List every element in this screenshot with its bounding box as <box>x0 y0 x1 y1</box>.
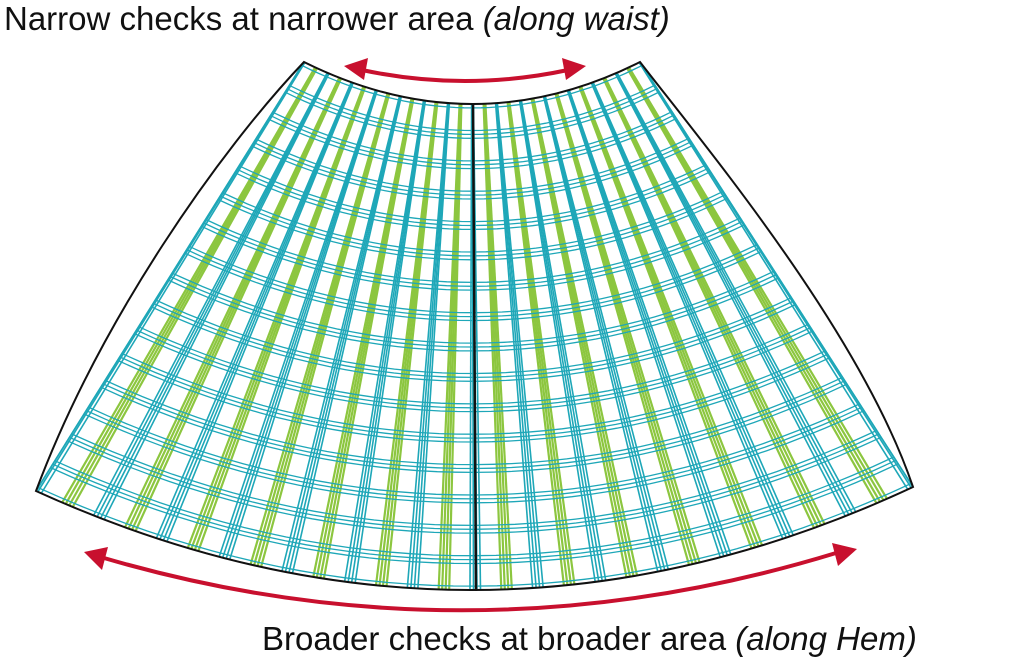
hem-arrow <box>84 543 857 613</box>
waist-arrow-head-right <box>562 58 586 80</box>
skirt-outline <box>34 60 915 591</box>
hem-arrow-line <box>103 551 837 613</box>
hem-arrow-head-right <box>832 543 857 566</box>
hem-caption-emphasis: (along Hem) <box>735 620 917 657</box>
waist-caption: Narrow checks at narrower area (along wa… <box>4 0 670 37</box>
waist-caption-emphasis: (along waist) <box>483 0 670 37</box>
center-seam <box>471 103 478 592</box>
hem-caption: Broader checks at broader area (along He… <box>262 620 917 657</box>
waist-arrow-head-left <box>344 58 368 80</box>
waist-arrow-line <box>361 68 569 83</box>
waist-arrow <box>344 58 586 83</box>
waist-caption-main: Narrow checks at narrower area <box>4 0 483 37</box>
hem-arrow-head-left <box>84 547 108 570</box>
hem-caption-main: Broader checks at broader area <box>262 620 735 657</box>
